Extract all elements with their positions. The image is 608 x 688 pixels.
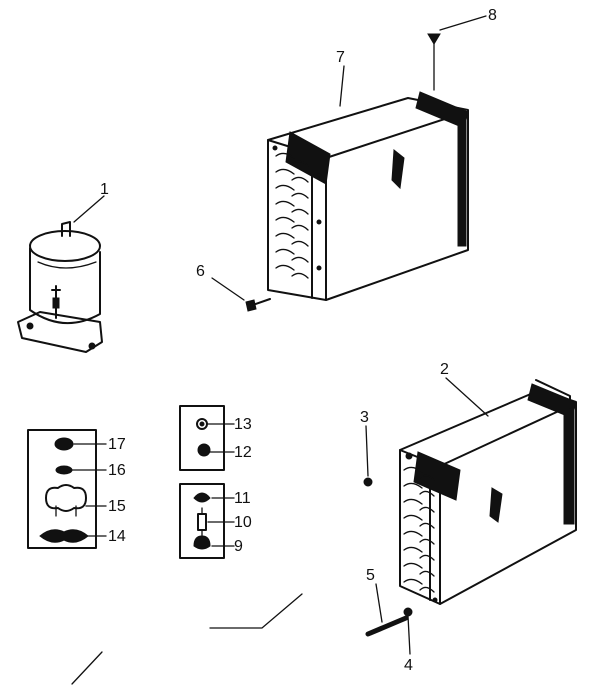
label-7: 7 <box>336 49 345 66</box>
label-9: 9 <box>234 538 243 555</box>
screw-3 <box>363 477 373 487</box>
washer-4 <box>403 607 413 655</box>
label-13: 13 <box>234 416 252 433</box>
label-15: 15 <box>108 498 126 515</box>
leader-5 <box>375 583 383 623</box>
stray-line-2 <box>71 651 103 685</box>
hardware-panel-a <box>27 429 97 549</box>
screw-8 <box>427 33 441 91</box>
screw-6 <box>245 298 271 312</box>
label-4: 4 <box>404 657 413 674</box>
label-8: 8 <box>488 7 497 24</box>
label-16: 16 <box>108 462 126 479</box>
label-12: 12 <box>234 444 252 461</box>
label-10: 10 <box>234 514 252 531</box>
leader-6 <box>211 277 245 301</box>
lower-coil <box>399 379 577 605</box>
label-5: 5 <box>366 567 375 584</box>
label-14: 14 <box>108 528 126 545</box>
label-1: 1 <box>100 181 109 198</box>
leader-3 <box>365 425 369 477</box>
leader-1 <box>73 195 105 223</box>
leader-7 <box>339 65 345 107</box>
label-6: 6 <box>196 263 205 280</box>
leader-2 <box>445 377 489 417</box>
upper-coil <box>267 91 469 301</box>
rod-5 <box>365 615 409 637</box>
leader-8 <box>439 15 487 31</box>
stray-line-1 <box>209 593 303 629</box>
label-11: 11 <box>234 490 251 507</box>
label-17: 17 <box>108 436 126 453</box>
hardware-panel-c <box>179 483 225 559</box>
hardware-panel-b <box>179 405 225 471</box>
compressor <box>17 221 103 353</box>
label-2: 2 <box>440 361 449 378</box>
label-3: 3 <box>360 409 369 426</box>
